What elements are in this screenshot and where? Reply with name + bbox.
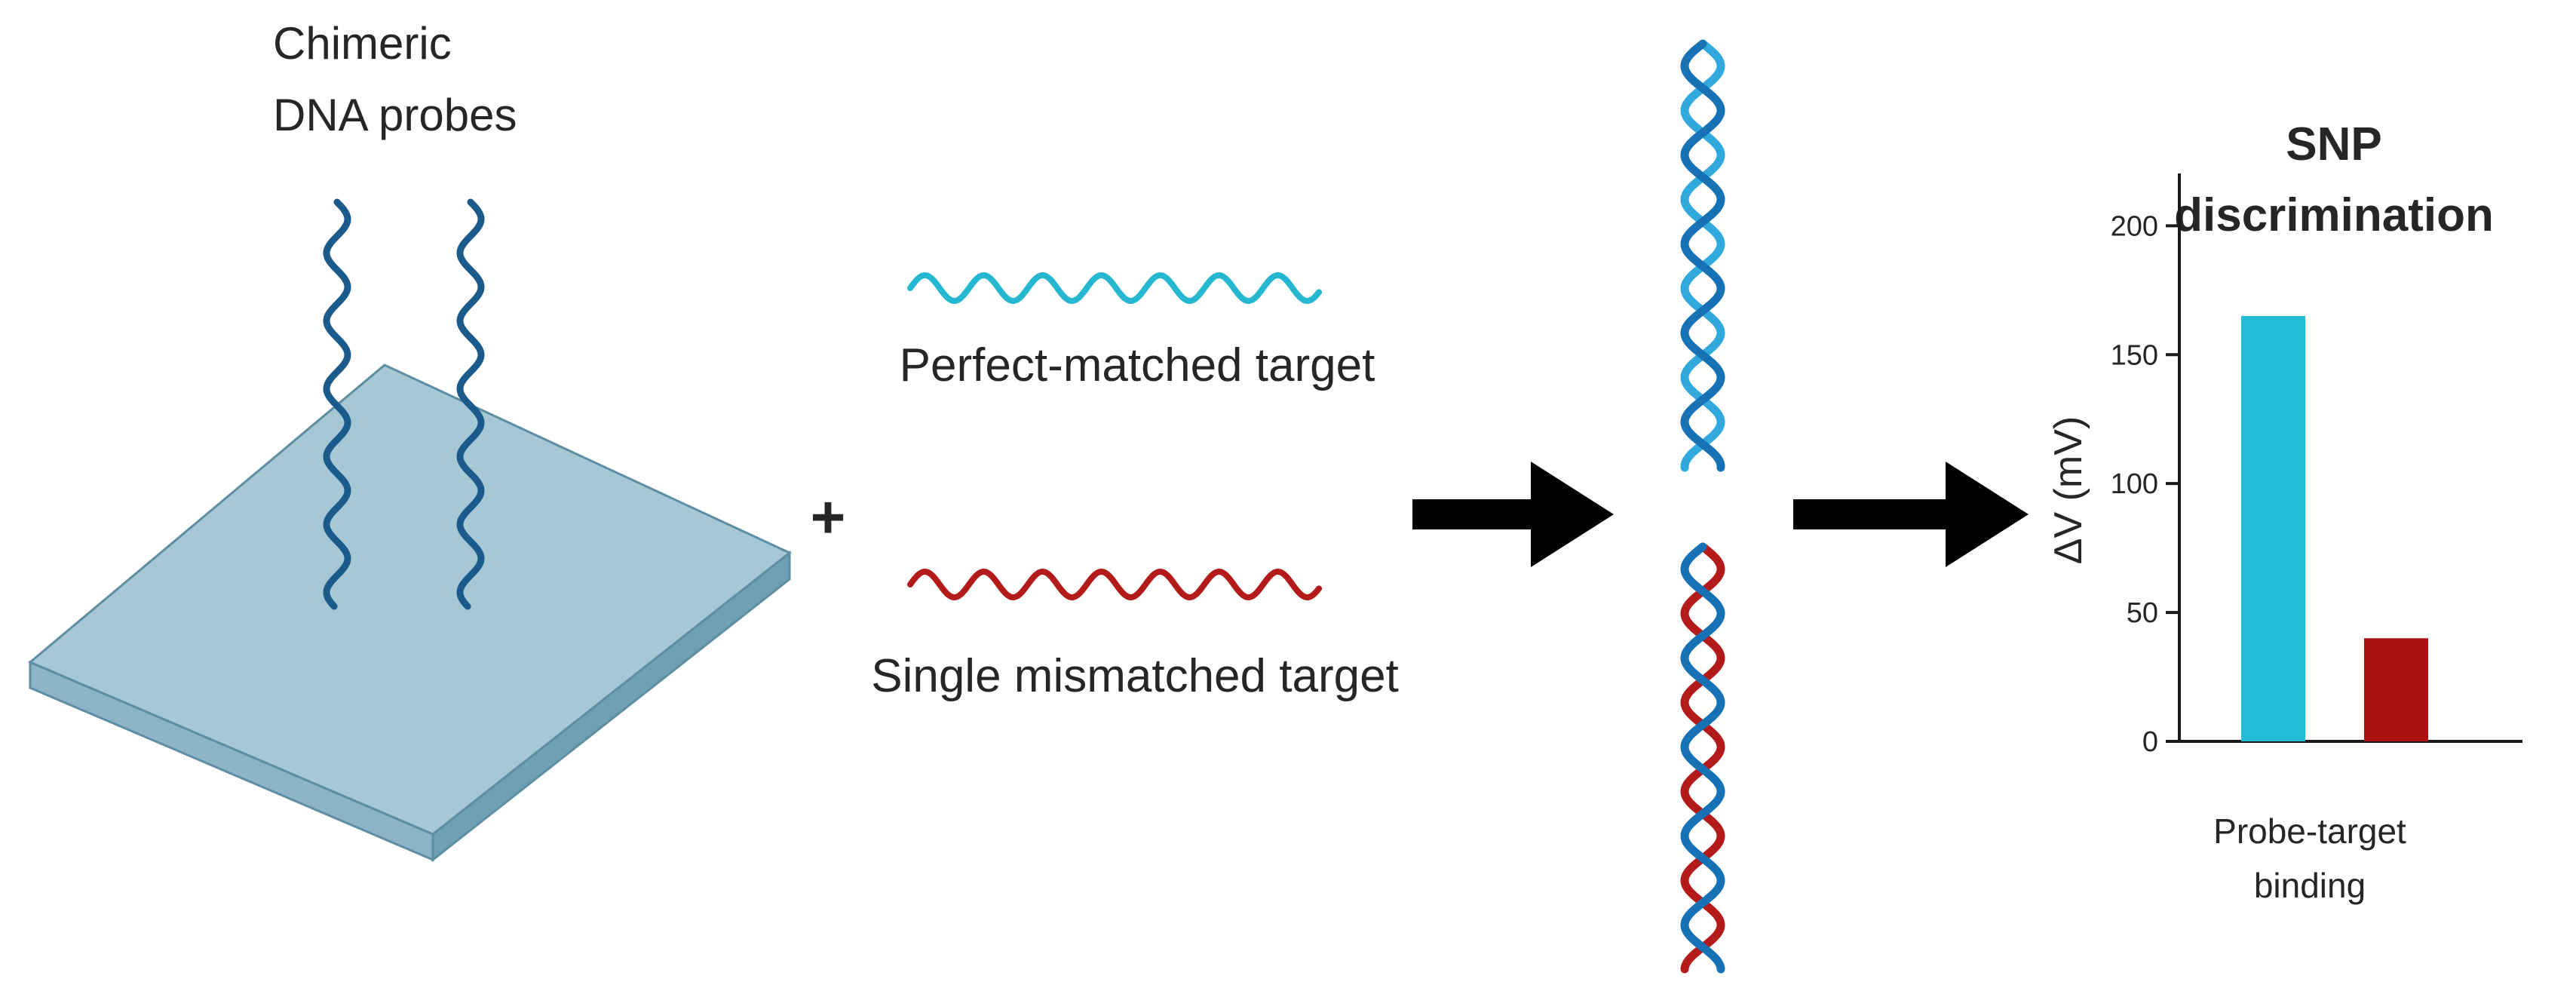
sensor-substrate	[28, 364, 792, 863]
plus-icon: +	[811, 483, 846, 551]
y-tick-label: 200	[2111, 210, 2158, 242]
dna-helix-icon	[1680, 39, 1725, 472]
y-tick-label: 50	[2127, 597, 2158, 629]
perfect-target-label: Perfect-matched target	[900, 339, 1375, 391]
bar-chart: SNP discrimination ΔV (mV) Probe-target …	[2047, 118, 2522, 905]
chart-title-line2: discrimination	[2174, 189, 2494, 241]
mismatch-target-strand	[907, 568, 1322, 601]
probes-label-line2: DNA probes	[273, 90, 517, 140]
right-arrow-icon	[1793, 462, 2029, 567]
chart-y-axis-label: ΔV (mV)	[2047, 416, 2090, 565]
bar-perfect-matched	[2241, 316, 2305, 741]
chart-x-axis-label-line1: Probe-target	[2213, 812, 2406, 851]
helix-strand	[1680, 39, 1725, 472]
substrate-top-face	[28, 364, 792, 836]
bar-single-mismatch	[2364, 638, 2428, 741]
probe-strand	[456, 198, 485, 610]
y-tick-label: 0	[2142, 726, 2158, 758]
y-tick-label: 150	[2111, 339, 2158, 371]
right-arrow-icon	[1412, 462, 1614, 567]
chart-x-axis-label-line2: binding	[2254, 866, 2366, 905]
mismatch-target-label: Single mismatched target	[871, 650, 1399, 702]
helix-strand	[1680, 542, 1725, 974]
y-tick-label: 100	[2111, 468, 2158, 500]
chart-title-line1: SNP	[2286, 118, 2381, 170]
dna-helix-icon	[1680, 542, 1725, 974]
probe-strand	[323, 198, 351, 610]
helix-strand	[1680, 542, 1725, 974]
helix-strand	[1680, 39, 1725, 472]
probes-label-line1: Chimeric	[273, 18, 452, 69]
perfect-target-strand	[907, 272, 1322, 305]
